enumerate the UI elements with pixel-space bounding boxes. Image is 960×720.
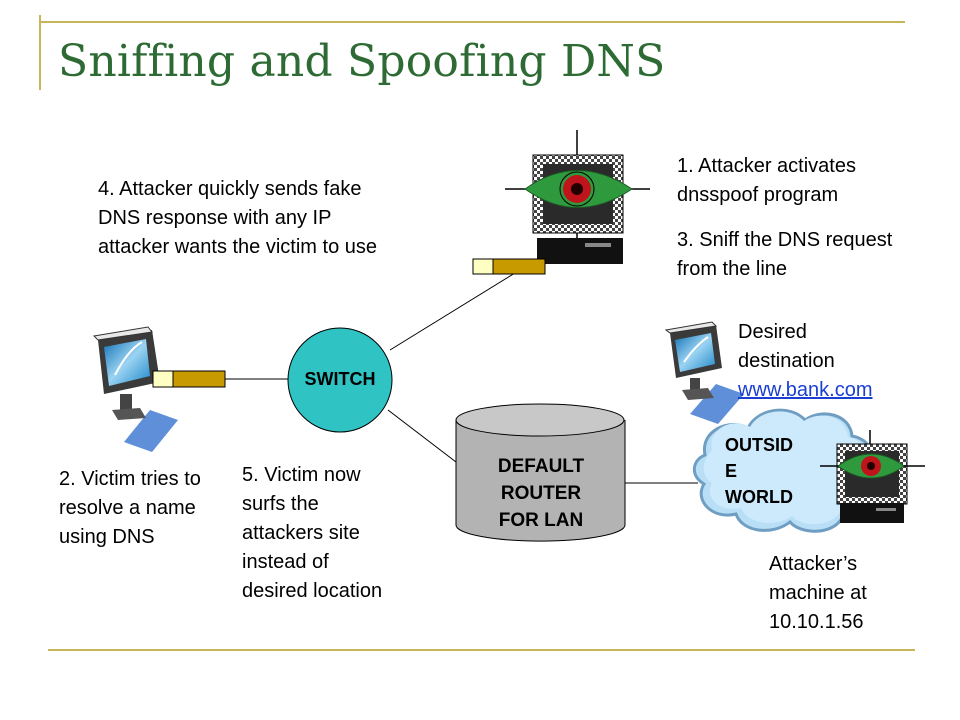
- cloud-label-line: OUTSID: [725, 435, 794, 455]
- router-label-line: ROUTER: [500, 483, 582, 504]
- desired-destination-label: Desired destination: [738, 321, 835, 372]
- victim-monitor-icon[interactable]: [92, 326, 178, 452]
- outside-world-cloud: [692, 408, 877, 533]
- attacker-monitor-icon[interactable]: [505, 130, 650, 264]
- step-4-note: 4. Attacker quickly sends fake DNS respo…: [98, 178, 378, 258]
- router-label-line: DEFAULT: [497, 456, 585, 477]
- router-label: DEFAULT ROUTER FOR LAN: [470, 453, 612, 534]
- victim-network-card-icon: [152, 370, 226, 388]
- destination-monitor-icon[interactable]: [664, 321, 744, 424]
- step-1-note: 1. Attacker activates dnsspoof program: [677, 155, 856, 206]
- router-label-line: FOR LAN: [498, 510, 584, 531]
- switch-node: [287, 327, 393, 433]
- attacker-machine-note: Attacker’s machine at 10.10.1.56: [769, 553, 867, 633]
- desired-destination-note: Desired destination www.bank.com: [738, 318, 908, 405]
- slide-frame: [39, 15, 915, 651]
- network-links: [225, 272, 698, 484]
- cloud-label-line: WORLD: [725, 487, 793, 507]
- step-5-note: 5. Victim now surfs the attackers site i…: [242, 464, 383, 602]
- switch-label: SWITCH: [304, 369, 376, 389]
- step-3-note: 3. Sniff the DNS request from the line: [677, 229, 893, 280]
- bank-link[interactable]: www.bank.com: [738, 379, 873, 401]
- link-switch-attacker: [389, 272, 516, 351]
- default-router-node: [455, 403, 626, 542]
- attacker-remote-monitor-icon[interactable]: [820, 430, 925, 523]
- step-2-note: 2. Victim tries to resolve a name using …: [59, 468, 201, 548]
- cloud-label-line: E: [725, 461, 738, 481]
- cloud-label: OUTSID E WORLD: [725, 432, 825, 510]
- slide-title: Sniffing and Spoofing DNS: [58, 36, 666, 87]
- link-switch-router: [387, 409, 457, 463]
- attacker-network-card-icon: [472, 258, 546, 275]
